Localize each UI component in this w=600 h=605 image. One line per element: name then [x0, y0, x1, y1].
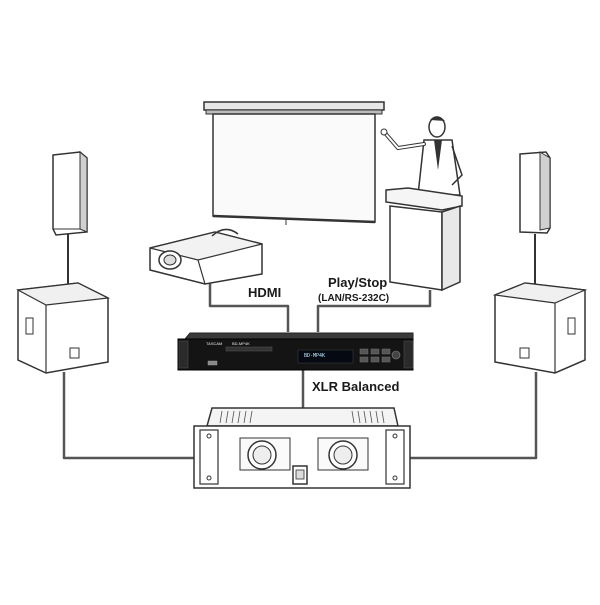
player-display	[297, 349, 354, 364]
right-speaker-stack	[492, 151, 588, 374]
player-buttons	[359, 348, 391, 363]
jog-dial-icon	[391, 350, 401, 360]
left-subwoofer-logo	[69, 347, 80, 359]
hdmi-label: HDMI	[248, 285, 282, 300]
amp-right-handle	[385, 429, 405, 485]
media-player	[177, 332, 414, 371]
hdmi-cable	[208, 280, 290, 332]
left-subwoofer	[16, 282, 111, 374]
amp-vents	[219, 410, 385, 424]
player-display-text: BD-MP4K	[304, 353, 326, 359]
power-amplifier	[193, 407, 411, 489]
presenter	[380, 116, 463, 196]
xlr-balanced-label: XLR Balanced	[312, 379, 400, 394]
projector	[149, 228, 263, 285]
play-stop-label: Play/Stop	[328, 275, 388, 290]
cables	[62, 280, 538, 460]
left-speaker	[52, 150, 88, 236]
podium	[385, 187, 463, 292]
usb-port-icon	[207, 360, 218, 366]
player-brand: TASCAM	[206, 341, 223, 346]
projection-screen	[203, 101, 385, 225]
left-speaker-cable	[62, 372, 195, 460]
right-subwoofer	[492, 282, 588, 374]
left-speaker-stack	[16, 150, 111, 374]
right-speaker	[519, 151, 551, 234]
lan-rs232c-label: (LAN/RS-232C)	[318, 293, 390, 304]
right-subwoofer-logo	[519, 347, 530, 359]
control-cable	[316, 290, 432, 332]
player-model: BD-MP4K	[232, 341, 250, 346]
right-speaker-cable	[408, 372, 538, 460]
disc-tray	[225, 346, 273, 352]
amp-left-handle	[199, 429, 219, 485]
